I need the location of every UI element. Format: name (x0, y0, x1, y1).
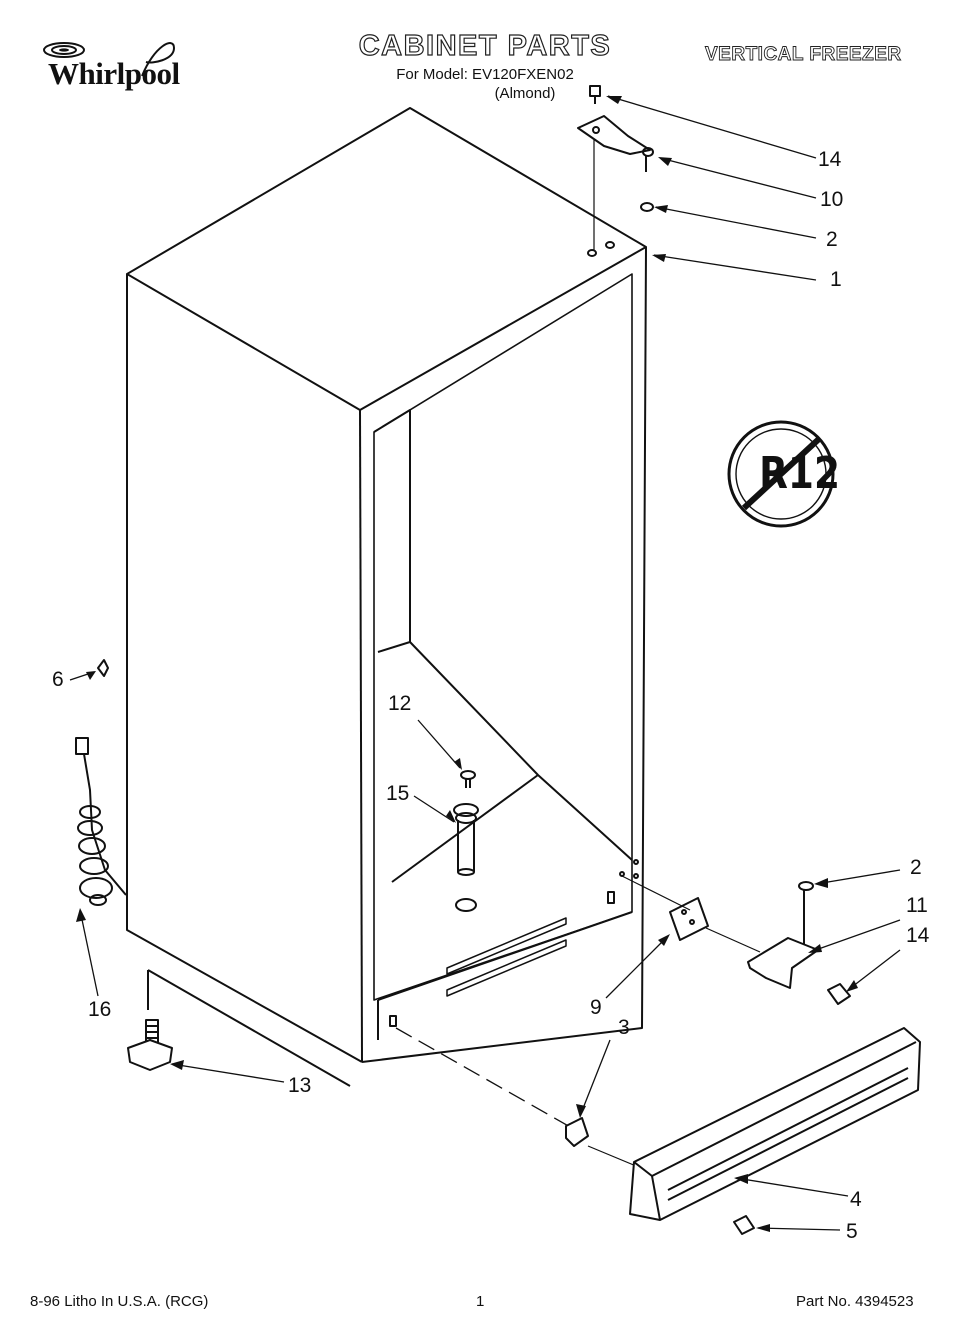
footer-part-number: Part No. 4394523 (796, 1293, 914, 1310)
callout-9: 9 (590, 996, 602, 1019)
drain-plug-and-tube (453, 770, 479, 876)
page-title: CABINET PARTS (358, 29, 612, 62)
callout-16: 16 (88, 998, 112, 1021)
bracket-part-3 (565, 1117, 589, 1147)
product-type: VERTICAL FREEZER (705, 44, 902, 66)
brand-wordmark: Whirlpool (48, 56, 180, 91)
whirlpool-swirl-logo (43, 42, 176, 77)
power-cord (75, 737, 127, 906)
callout-15: 15 (386, 782, 410, 805)
callout-5: 5 (846, 1220, 858, 1243)
footer-print-info: 8-96 Litho In U.S.A. (RCG) (30, 1293, 209, 1310)
callout-11: 11 (906, 894, 928, 917)
callout-12: 12 (388, 692, 412, 715)
bottom-hinge-assembly (621, 875, 851, 1005)
leveling-leg (127, 1019, 173, 1071)
callout-2-bottom: 2 (910, 856, 922, 879)
callout-14-top: 14 (818, 148, 842, 171)
screw-part-5 (733, 1215, 755, 1235)
footer-page-number: 1 (476, 1293, 485, 1310)
top-hinge-assembly (577, 85, 654, 250)
badge-label: R12 (759, 448, 840, 499)
model-line: For Model: EV120FXEN02 (396, 66, 574, 83)
toe-grille (629, 1027, 921, 1221)
callout-4: 4 (850, 1188, 862, 1211)
cabinet-body (126, 107, 647, 1087)
callout-3: 3 (618, 1016, 630, 1039)
callout-10: 10 (820, 188, 844, 211)
no-r12-badge (727, 420, 835, 528)
clip-part-6 (97, 659, 109, 677)
callout-14-bottom: 14 (906, 924, 930, 947)
callout-6: 6 (52, 668, 64, 691)
callout-1: 1 (830, 268, 842, 291)
callout-2-top: 2 (826, 228, 838, 251)
variant-line: (Almond) (494, 85, 556, 102)
callout-13: 13 (288, 1074, 312, 1097)
